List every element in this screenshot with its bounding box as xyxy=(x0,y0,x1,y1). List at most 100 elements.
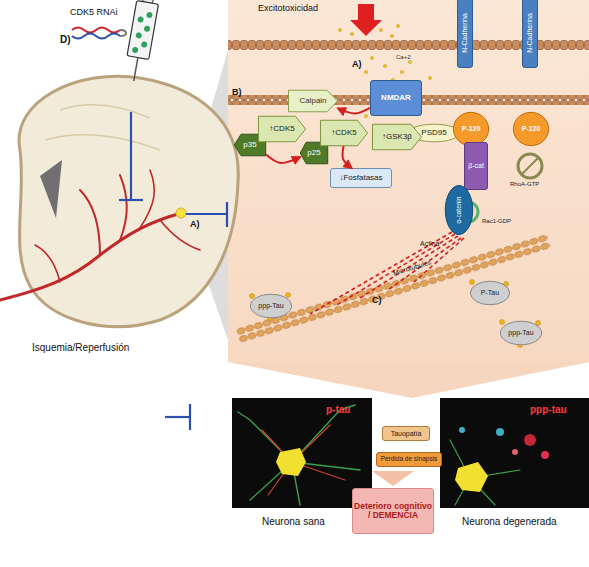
calcium-ions xyxy=(338,24,431,117)
tau-blob-outline xyxy=(500,321,541,345)
inhibition-lines xyxy=(119,112,227,430)
node-text: β-cat xyxy=(468,162,484,169)
rnai-hairpin xyxy=(72,28,126,39)
node-text: α-catenin xyxy=(456,197,463,224)
outcome-box: Perdida de sinapsis xyxy=(376,452,442,467)
node-text: Deterioro cognitivo / DEMENCIA xyxy=(353,502,433,520)
p120-circle: P-120 xyxy=(513,112,549,146)
text-holder: N-Cadherina xyxy=(523,0,537,67)
kinase-pentagon: ↑CDK5 xyxy=(258,116,306,142)
text-holder: ↑CDK5 xyxy=(320,120,368,146)
stain-label: ppp-tau xyxy=(530,404,567,415)
text-holder: N-Cadherina xyxy=(458,0,472,67)
tau-aggregates xyxy=(459,427,549,459)
phospho-dots xyxy=(250,280,541,348)
neuron-soma xyxy=(276,448,306,476)
node-text: P-120 xyxy=(462,125,481,132)
node-text: ppp-Tau xyxy=(508,329,533,336)
text-holder: Tauopatía xyxy=(383,427,429,440)
outcome-box: Tauopatía xyxy=(382,426,430,441)
panel-letter: B) xyxy=(232,88,242,98)
enzyme-pentagon-outline xyxy=(289,90,338,112)
text-holder: P-Tau xyxy=(470,281,510,305)
syringe xyxy=(123,0,160,83)
gtpase-label: Rac1-GDP xyxy=(482,218,511,225)
node-text: ↑GSK3β xyxy=(382,133,412,141)
text-holder: ppp-Tau xyxy=(500,321,542,345)
text-holder: P-120 xyxy=(513,112,549,146)
degenerated-neuron xyxy=(450,440,520,505)
text-holder: ↑GSK3β xyxy=(372,124,422,150)
vessels xyxy=(0,170,200,300)
condition-label: Isquemia/Reperfusión xyxy=(32,342,129,353)
image-caption: Neurona degenerada xyxy=(462,516,557,527)
text-holder: P-120 xyxy=(453,112,489,146)
scaffold-oval: PSD95 xyxy=(408,124,460,142)
rhoa-bar xyxy=(522,158,538,174)
healthy-neuron xyxy=(238,405,360,505)
glutamate-arrow xyxy=(350,4,382,36)
brain-outline xyxy=(19,76,238,326)
node-text: NMDAR xyxy=(381,94,411,102)
tau-blob-outline xyxy=(470,281,509,305)
rhoa-ring xyxy=(518,154,542,178)
node-text: ↑CDK5 xyxy=(331,129,356,137)
node-text: Perdida de sinapsis xyxy=(381,456,438,463)
p120-circle: P-120 xyxy=(453,112,489,146)
text-holder: NMDAR xyxy=(371,81,421,115)
brain-sulci xyxy=(45,105,160,150)
text-holder: α-catenin xyxy=(445,185,473,235)
tau-blob: ppp-Tau xyxy=(500,321,542,345)
activator-pentagon: p25 xyxy=(300,142,328,164)
microtubule-label: Microtubules xyxy=(392,258,432,277)
kinase-pentagon: ↑CDK5 xyxy=(320,120,368,146)
actin-label: Actina xyxy=(420,240,439,248)
node-text: N-Cadherina xyxy=(461,13,468,53)
kinase-pentagon-outline xyxy=(320,120,367,145)
gtpase-label: RhoA-GTP xyxy=(510,181,539,188)
text-holder: ↓Fosfatasas xyxy=(331,169,391,187)
phosphatase-box: ↓Fosfatasas xyxy=(330,168,392,188)
node-text: ↑CDK5 xyxy=(269,125,294,133)
panel-letter: C) xyxy=(372,296,382,306)
dementia-box: Deterioro cognitivo / DEMENCIA xyxy=(352,488,434,534)
text-holder: PSD95 xyxy=(408,124,460,142)
node-text: p35 xyxy=(243,141,256,149)
node-text: ↓Fosfatasas xyxy=(339,174,382,182)
text-holder: β-cat xyxy=(465,143,487,189)
node-text: P-Tau xyxy=(481,289,499,296)
node-text: Calpain xyxy=(299,97,326,105)
panel-letter: D) xyxy=(60,34,71,45)
tau-blob-outline xyxy=(250,294,291,318)
panel-letter: A) xyxy=(190,220,200,230)
panel-title: Excitotoxicidad xyxy=(258,4,318,14)
node-text: p25 xyxy=(307,149,320,157)
kinase-pentagon-outline xyxy=(373,124,422,149)
p120-circle-outline xyxy=(453,112,488,145)
ventricle xyxy=(40,160,62,218)
tau-blob: ppp-Tau xyxy=(250,294,292,318)
outcome-arrow xyxy=(372,471,414,486)
activator-pentagon: p35 xyxy=(234,134,266,156)
catenin-oval: α-catenin xyxy=(445,185,473,235)
catenin-box: β-cat xyxy=(464,142,488,190)
treatment-name: CDK5 RNAi xyxy=(70,8,118,18)
catenin-oval-outline xyxy=(445,186,472,235)
micrograph xyxy=(440,398,589,508)
text-holder: ↑CDK5 xyxy=(258,116,306,142)
enzyme-pentagon: Calpain xyxy=(288,90,338,112)
activation-arrow xyxy=(338,108,370,114)
actin-filaments xyxy=(310,232,464,314)
node-text: N-Cadherina xyxy=(526,13,533,53)
node-text: Tauopatía xyxy=(391,430,422,437)
node-text: ppp-Tau xyxy=(258,302,283,309)
text-holder: Deterioro cognitivo / DEMENCIA xyxy=(353,489,433,533)
node-text: P-120 xyxy=(522,125,541,132)
text-holder: ppp-Tau xyxy=(250,294,292,318)
panel-letter: A) xyxy=(352,60,362,70)
micrograph xyxy=(232,398,372,508)
lesion-spot xyxy=(176,208,186,218)
